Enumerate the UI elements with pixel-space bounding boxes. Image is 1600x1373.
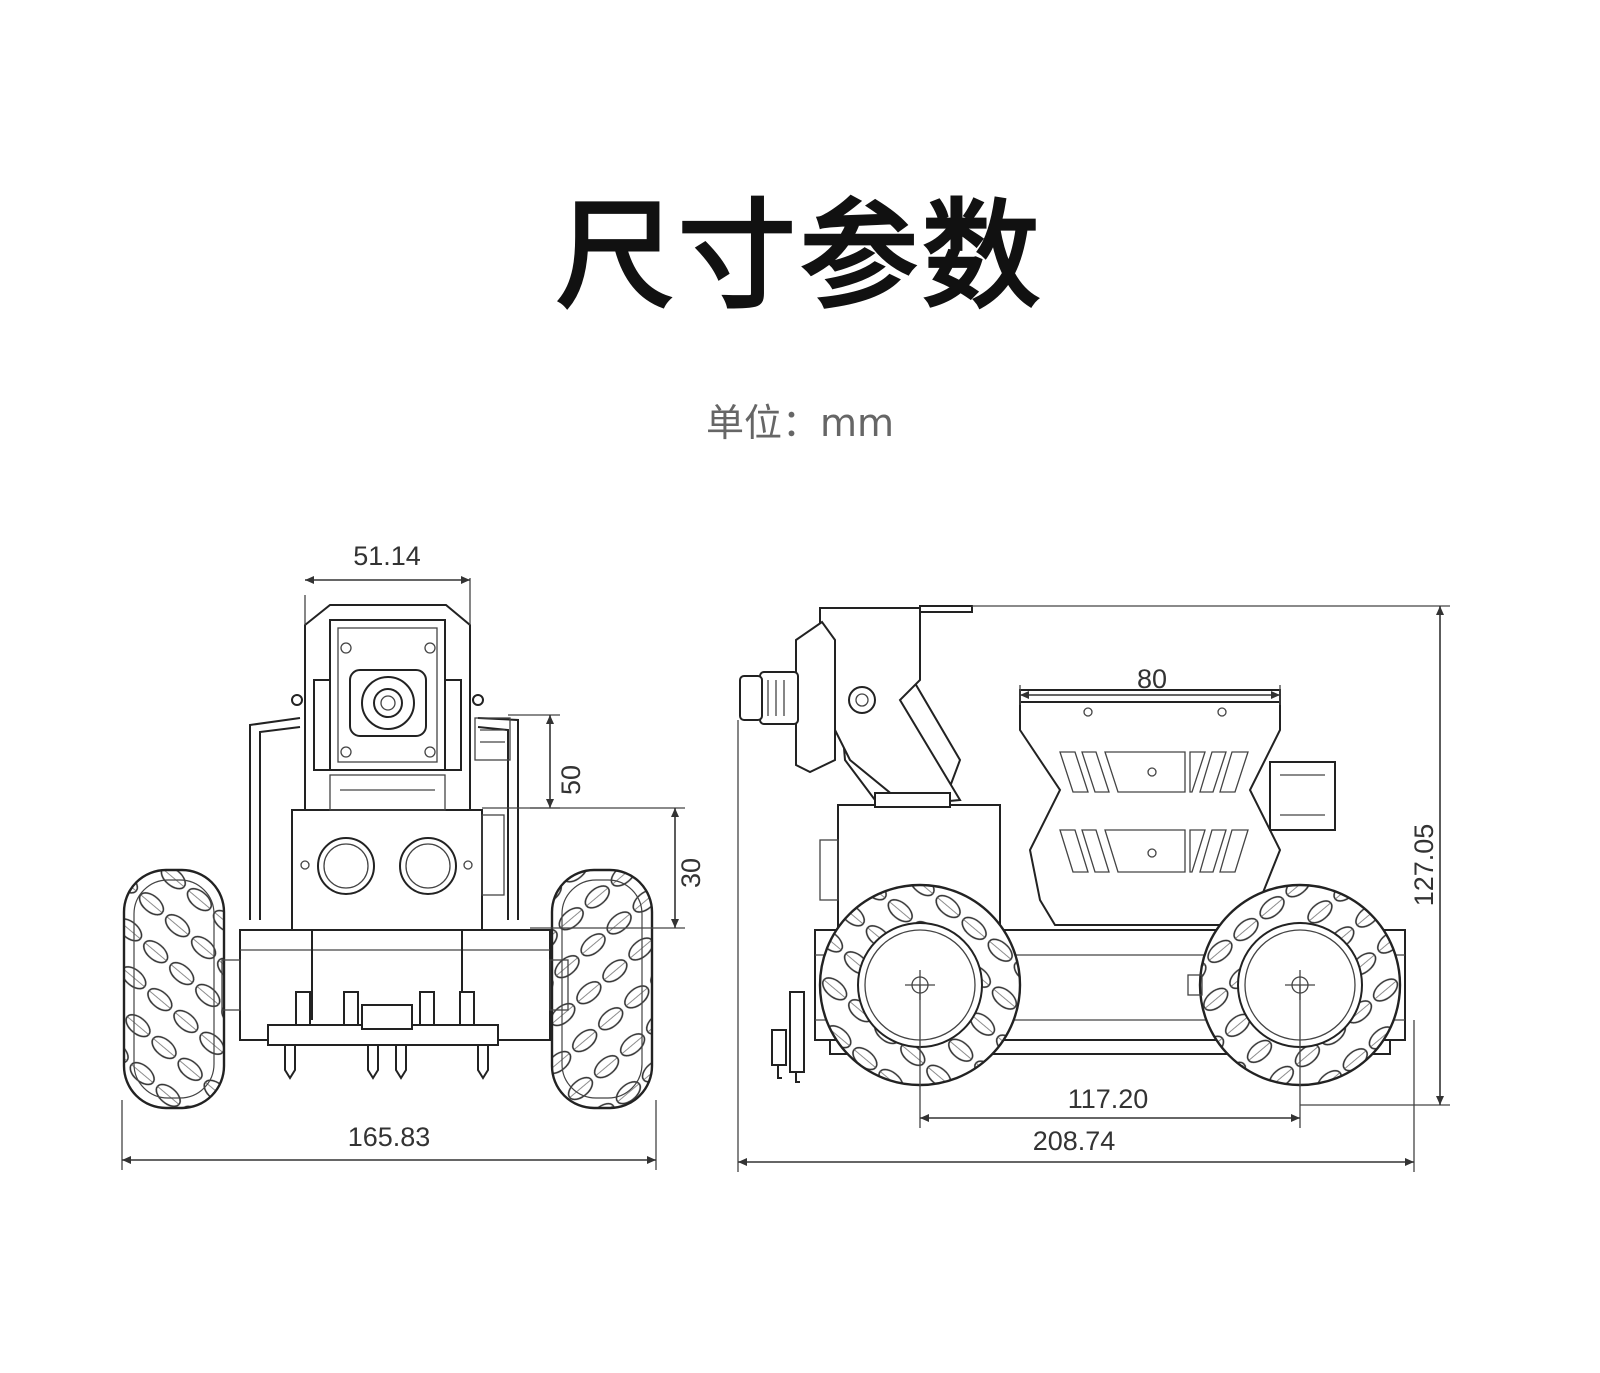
dim-front-height-lower: 30 [676,858,706,888]
dim-side-top-width: 80 [1137,664,1167,694]
dim-front-camera-width: 51.14 [353,541,421,571]
side-view: 80 127.05 117.20 208.74 [737,605,1450,1172]
dim-side-total-height: 127.05 [1409,824,1439,907]
unit-label: 单位：mm [705,401,895,445]
dim-front-total-width: 165.83 [348,1122,431,1152]
front-left-wheel [122,868,226,1110]
side-vent-slots [1059,751,1249,873]
front-view: 51.14 50 30 165.83 [121,541,706,1170]
dim-front-height-upper: 50 [556,765,586,795]
front-bottom-posts [284,991,489,1080]
page-title: 尺寸参数 [555,187,1044,325]
dim-side-total-length: 208.74 [1033,1126,1116,1156]
dim-side-wheelbase: 117.20 [1068,1084,1149,1114]
front-right-wheel [550,868,654,1110]
